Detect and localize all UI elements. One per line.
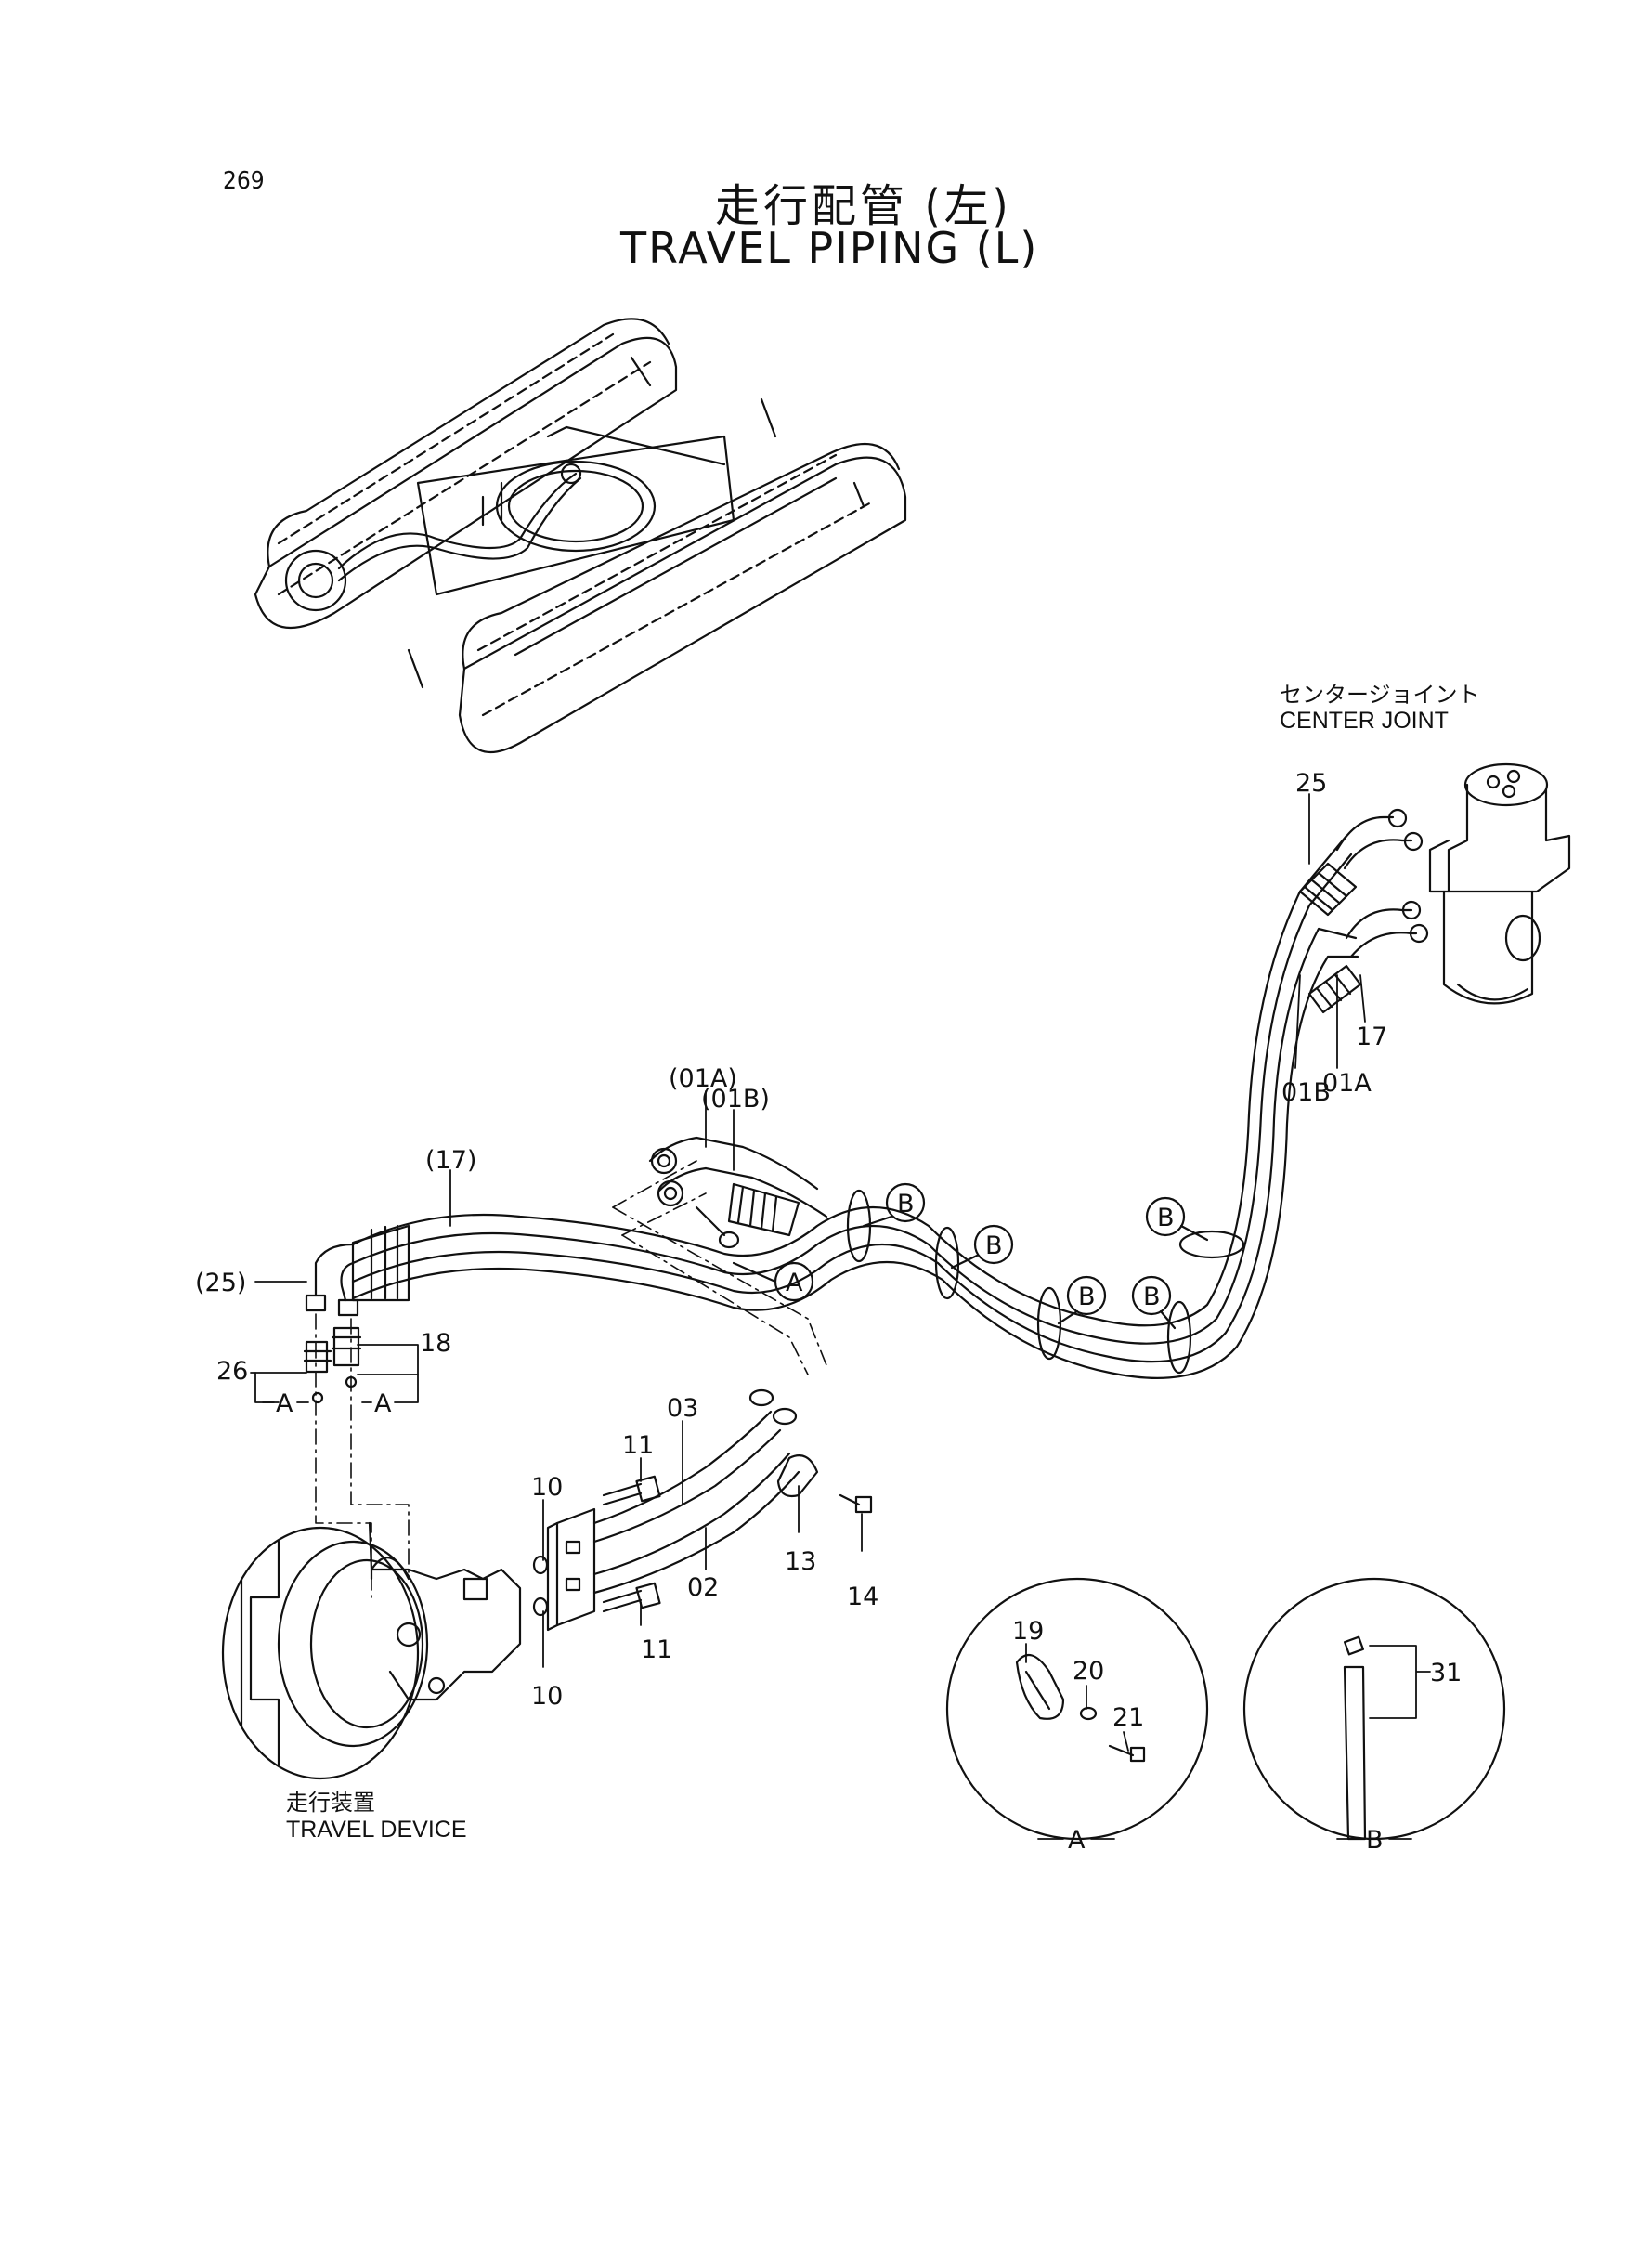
- center-joint-fittings: [1335, 808, 1429, 958]
- leader-lines: [250, 793, 1431, 1752]
- page-title: TRAVEL PIPING (L): [620, 223, 1039, 273]
- part-label-20: 20: [1073, 1657, 1104, 1686]
- fittings-26-18: [303, 1326, 362, 1404]
- travel-device: [221, 1521, 522, 1780]
- detail-circle-b: [1242, 1577, 1506, 1841]
- part-label-17: 17: [1356, 1023, 1387, 1051]
- flange-assembly: [532, 1388, 873, 1632]
- callout-letter-a: A: [786, 1269, 803, 1297]
- part-label-11-upper: 11: [622, 1431, 654, 1460]
- part-label-14: 14: [847, 1583, 878, 1611]
- part-label-01a: 01A: [1322, 1069, 1372, 1098]
- page-title-japanese: 走行配管 (左): [715, 180, 1012, 232]
- part-label-21: 21: [1112, 1703, 1144, 1732]
- part-label-10-lower: 10: [531, 1682, 563, 1711]
- hose-bundle: [305, 834, 1362, 1379]
- reference-lines: [315, 1160, 827, 1598]
- part-label-01a-ref: (01A): [669, 1064, 737, 1093]
- part-number-labels: 25 01A 17 01B (01A) (01B) (17) (25) 18 2…: [195, 769, 1462, 1855]
- part-label-18: 18: [420, 1329, 451, 1358]
- part-label-01b-ref: (01B): [701, 1085, 770, 1114]
- part-label-03: 03: [667, 1394, 698, 1423]
- travel-device-label-jp: 走行装置: [286, 1791, 375, 1816]
- part-label-13: 13: [785, 1547, 816, 1576]
- travel-device-label: TRAVEL DEVICE: [286, 1817, 467, 1843]
- part-label-31: 31: [1430, 1659, 1462, 1687]
- part-label-26: 26: [216, 1357, 248, 1386]
- callout-letter-b: B: [1143, 1283, 1161, 1311]
- part-label-25: 25: [1295, 769, 1327, 798]
- detail-circle-a: [945, 1577, 1209, 1841]
- part-label-11-lower: 11: [641, 1635, 672, 1664]
- undercarriage-overview: [254, 318, 907, 754]
- callout-letter-b: B: [897, 1190, 915, 1218]
- callout-letter-b: B: [985, 1231, 1003, 1260]
- part-label-19: 19: [1012, 1617, 1044, 1646]
- part-label-01b: 01B: [1281, 1078, 1331, 1107]
- callout-letter-b: B: [1157, 1204, 1175, 1232]
- center-joint-label: CENTER JOINT: [1280, 708, 1449, 734]
- part-label-02: 02: [687, 1573, 719, 1602]
- detail-label-ticks: [262, 1401, 1412, 1840]
- page-number: 269: [223, 167, 265, 195]
- part-label-10-upper: 10: [531, 1473, 563, 1502]
- center-joint-label-jp: センタージョイント: [1280, 683, 1480, 708]
- part-label-25-ref: (25): [195, 1269, 246, 1297]
- center-joint: [1428, 762, 1571, 1005]
- callout-markers: [732, 1182, 1209, 1330]
- detail-a-label: A: [1068, 1826, 1086, 1855]
- callout-letter-b: B: [1078, 1283, 1096, 1311]
- detail-b-label: B: [1366, 1826, 1384, 1855]
- callout-letter-a: A: [276, 1389, 293, 1418]
- callout-letter-a: A: [374, 1389, 392, 1418]
- part-label-17-ref: (17): [425, 1146, 476, 1175]
